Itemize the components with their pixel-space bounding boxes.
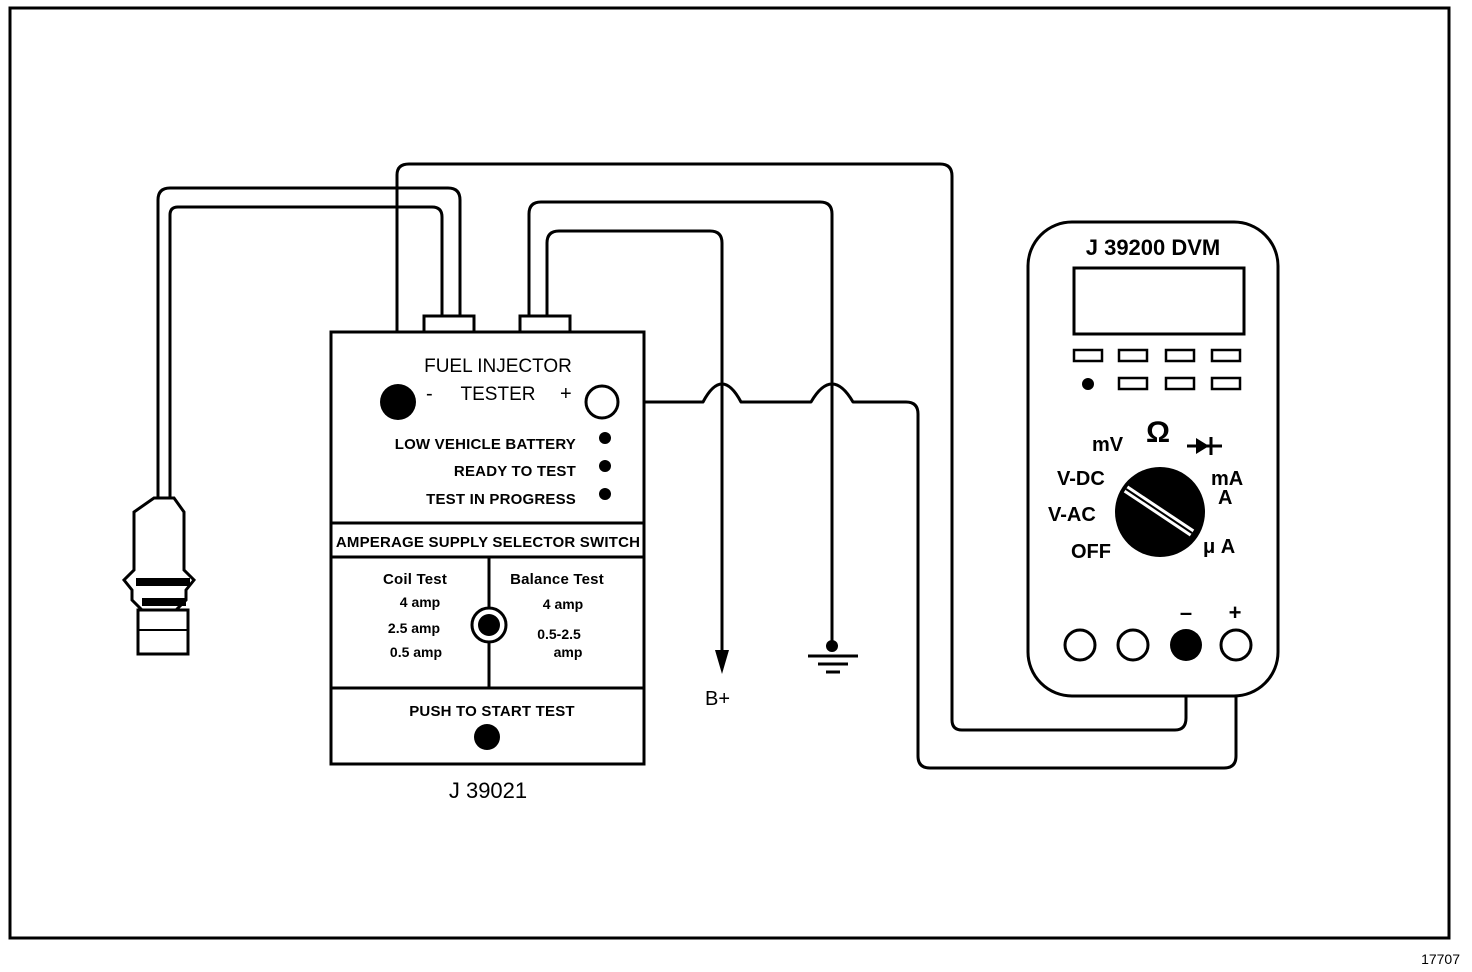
indicator-in-progress: TEST IN PROGRESS <box>426 491 576 508</box>
amperage-selector-knob[interactable] <box>470 606 508 644</box>
indicator-in-progress-led <box>599 488 611 500</box>
balance-test-option-1: 4 amp <box>543 596 583 612</box>
dial-label-ma: mA <box>1211 468 1243 490</box>
positive-sign: + <box>560 383 572 405</box>
injector-connector <box>121 496 197 656</box>
balance-test-title: Balance Test <box>510 571 604 588</box>
fuel-injector-tester: FUEL INJECTOR TESTER - + LOW VEHICLE BAT… <box>329 314 646 803</box>
coil-test-option-1: 4 amp <box>400 594 440 610</box>
dvm-display <box>1072 266 1246 336</box>
dvm-jack[interactable] <box>1116 628 1150 662</box>
dial-label-vac: V-AC <box>1048 504 1096 526</box>
power-leads <box>527 200 858 674</box>
coil-test-option-3: 0.5 amp <box>390 644 442 660</box>
diode-icon <box>1187 437 1222 455</box>
dvm-model-label: J 39200 DVM <box>1086 235 1221 260</box>
indicator-ready-led <box>599 460 611 472</box>
ground-symbol-icon <box>808 654 858 674</box>
dvm-key[interactable] <box>1164 348 1196 363</box>
dvm-key[interactable] <box>1210 348 1242 363</box>
dial-label-off: OFF <box>1071 541 1111 563</box>
balance-test-option-3: amp <box>554 644 583 660</box>
negative-sign: - <box>426 383 433 405</box>
dvm-positive-sign: + <box>1229 600 1242 625</box>
dvm-jack[interactable] <box>1063 628 1097 662</box>
dvm-key[interactable] <box>1117 348 1149 363</box>
dvm-negative-jack[interactable] <box>1170 629 1202 661</box>
start-test-button[interactable] <box>474 724 500 750</box>
dvm-positive-jack[interactable] <box>1219 628 1253 662</box>
dvm-key[interactable] <box>1117 376 1149 391</box>
indicator-low-battery: LOW VEHICLE BATTERY <box>395 436 576 453</box>
figure-frame <box>8 6 1451 940</box>
dial-label-ua: μ A <box>1203 536 1235 558</box>
dial-label-mv: mV <box>1092 434 1124 456</box>
dvm-indicator-led <box>1082 378 1094 390</box>
indicator-low-battery-led <box>599 432 611 444</box>
tester-title-line1: FUEL INJECTOR <box>424 356 572 377</box>
dial-label-a: A <box>1218 487 1232 509</box>
balance-test-option-2: 0.5-2.5 <box>537 626 581 642</box>
coil-test-option-2: 2.5 amp <box>388 620 440 636</box>
tester-title-line2: TESTER <box>461 384 536 405</box>
dvm-keypad <box>1072 348 1242 391</box>
dvm-key[interactable] <box>1210 376 1242 391</box>
injector-harness <box>121 162 1188 732</box>
dvm-key[interactable] <box>1164 376 1196 391</box>
coil-test-title: Coil Test <box>383 571 447 588</box>
dial-label-vdc: V-DC <box>1057 468 1105 490</box>
digital-voltmeter: J 39200 DVM mV Ω V-DC V-AC OFF mA A μ A <box>1026 220 1280 698</box>
arrow-down-icon <box>715 650 729 674</box>
tester-model-label: J 39021 <box>449 778 527 803</box>
negative-jack[interactable] <box>380 384 416 420</box>
dial-label-ohm: Ω <box>1146 416 1170 449</box>
indicator-ready: READY TO TEST <box>454 463 576 480</box>
push-to-start-label: PUSH TO START TEST <box>409 703 575 720</box>
dvm-negative-sign: – <box>1180 600 1192 625</box>
selector-header: AMPERAGE SUPPLY SELECTOR SWITCH <box>336 534 640 551</box>
positive-lead <box>615 382 1238 770</box>
dvm-key[interactable] <box>1072 348 1104 363</box>
positive-jack[interactable] <box>584 384 620 420</box>
function-dial[interactable] <box>1115 467 1205 557</box>
figure-number: 17707 <box>1421 951 1460 967</box>
battery-label: B+ <box>705 688 730 710</box>
